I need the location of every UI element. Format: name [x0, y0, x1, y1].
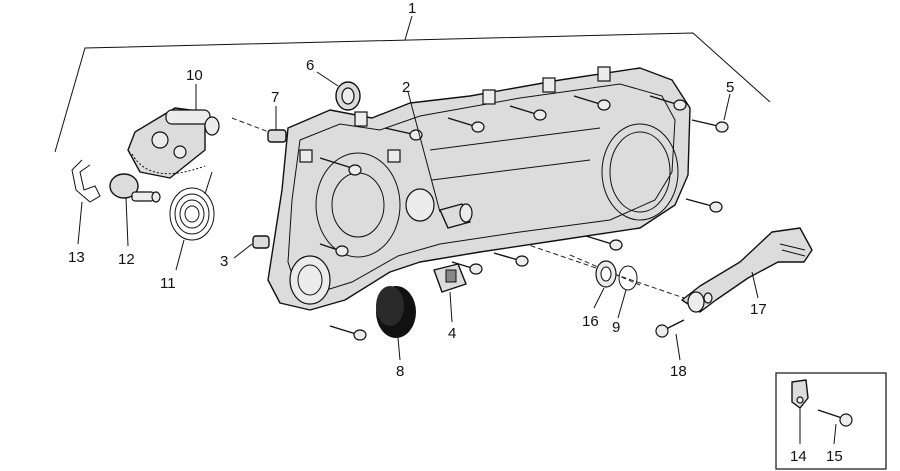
screw-l: [329, 325, 367, 341]
screw-a: [319, 157, 362, 176]
callout-3: 3: [220, 253, 228, 270]
screw-d: [509, 105, 547, 121]
callout-17: 17: [750, 301, 767, 318]
callout-18: 18: [670, 363, 687, 380]
screw-i: [493, 252, 529, 267]
callout-15: 15: [826, 448, 843, 465]
callout-14: 14: [790, 448, 807, 465]
leader-lines: [77, 71, 837, 445]
bushing-part: [439, 203, 473, 229]
bolt-15-part: [817, 409, 853, 427]
washer-part: [595, 260, 617, 288]
callout-7: 7: [271, 89, 279, 106]
callout-12: 12: [118, 251, 135, 268]
pinion-gear-part: [109, 173, 161, 203]
callout-2: 2: [402, 79, 410, 96]
callout-labels: 1 2 3 4 5 6 7 8 9 10 11 12 13 14 15 16 1…: [68, 0, 843, 465]
callout-8: 8: [396, 363, 404, 380]
callout-13: 13: [68, 249, 85, 266]
transmission-cover: [267, 66, 691, 311]
kick-lever-part: [681, 227, 813, 313]
screw-j: [451, 261, 483, 275]
callout-4: 4: [448, 325, 456, 342]
screw-h: [585, 235, 623, 251]
callout-9: 9: [612, 319, 620, 336]
screw-e: [573, 95, 611, 111]
kick-starter-gear-part: [127, 107, 220, 179]
cover-screws: [319, 95, 729, 341]
callout-11: 11: [160, 275, 176, 292]
return-spring-part: [169, 171, 215, 241]
callout-6: 6: [306, 57, 314, 74]
lever-bolt-part: [655, 319, 685, 338]
screw-5: [691, 119, 729, 133]
callout-5: 5: [726, 79, 734, 96]
assembly-bracket: [54, 15, 771, 153]
rubber-plug-part: [376, 286, 416, 338]
snap-ring-part: [618, 265, 638, 291]
callout-16: 16: [582, 313, 599, 330]
screw-c: [447, 117, 485, 133]
bracket-14-part: [791, 379, 809, 409]
screw-g: [685, 198, 723, 213]
screw-f: [649, 95, 687, 111]
screw-k: [319, 243, 349, 257]
circlip-part: [71, 159, 101, 203]
callout-10: 10: [186, 67, 203, 84]
clip-part: [433, 263, 467, 293]
dowel-pin-part: [267, 129, 287, 143]
inset-box: [775, 372, 887, 470]
callout-1: 1: [408, 0, 416, 17]
oil-seal-part: [335, 81, 361, 111]
dowel-pin-lower-part: [252, 235, 270, 249]
